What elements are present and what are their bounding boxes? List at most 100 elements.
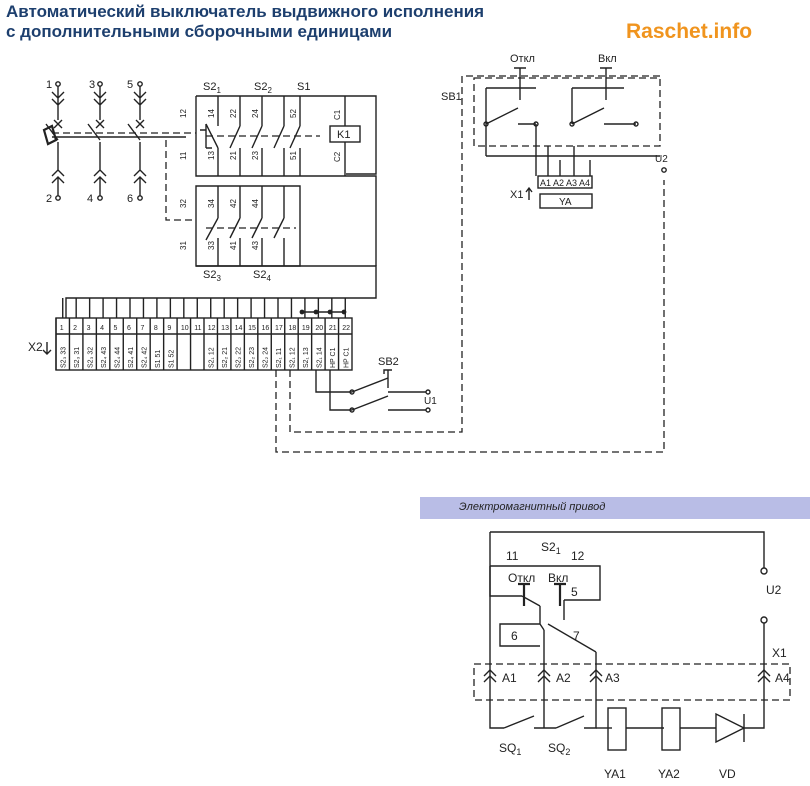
drive-12-label: 12 bbox=[571, 549, 585, 563]
x2-terminal-number: 18 bbox=[288, 325, 296, 332]
drive-off-label: Откл bbox=[508, 571, 535, 585]
ya-box bbox=[539, 193, 593, 209]
sq1-label: SQ1 bbox=[499, 741, 521, 757]
x2-terminal-label: S2₂ 22 bbox=[236, 347, 243, 368]
s1-label: S1 bbox=[297, 81, 310, 93]
drive-on-label: Вкл bbox=[548, 571, 568, 585]
title-line-2: с дополнительными сборочными единицами bbox=[6, 22, 393, 41]
x2-terminal-label: S2₂ 23 bbox=[249, 347, 256, 368]
s-lower-top-42: 42 bbox=[229, 199, 238, 208]
drive-a4: A4 bbox=[775, 671, 790, 685]
ya2-coil bbox=[661, 707, 681, 751]
sq2-label: SQ2 bbox=[548, 741, 570, 757]
upper-switch-block: S21 S22 S1 12 14 22 24 52 11 13 21 23 51… bbox=[179, 81, 377, 266]
s-upper-bottom-51: 51 bbox=[289, 151, 298, 160]
x2-terminal-label: HP C1 bbox=[343, 347, 350, 368]
s-lower-top-44: 44 bbox=[251, 199, 260, 208]
ya-label: YA bbox=[559, 197, 572, 208]
s-upper-top-52: 52 bbox=[289, 109, 298, 118]
drive-11-label: 11 bbox=[506, 549, 519, 563]
terminal-2-label: 2 bbox=[46, 193, 52, 205]
x2-terminal-label: S2₁ 11 bbox=[276, 348, 283, 368]
diagram-title: Автоматический выключатель выдвижного ис… bbox=[6, 2, 484, 42]
terminal-6-label: 6 bbox=[127, 193, 133, 205]
x2-terminal-label: HP C1 bbox=[330, 347, 337, 368]
drive-a1: A1 bbox=[502, 671, 517, 685]
drive-s21-label: S21 bbox=[541, 540, 561, 556]
sb1-on-label: Вкл bbox=[598, 53, 617, 65]
x2-terminal-number: 12 bbox=[208, 325, 216, 332]
x2-terminal-label: S2₂ 24 bbox=[263, 347, 270, 368]
x2-terminal-number: 1 bbox=[60, 325, 64, 332]
x2-terminal-label: S2₁ 12 bbox=[289, 347, 296, 368]
s-upper-bottom-11: 11 bbox=[179, 151, 188, 160]
s-lower-bottom-33: 33 bbox=[207, 241, 216, 250]
drive-7-label: 7 bbox=[573, 629, 580, 643]
x2-terminal-number: 9 bbox=[167, 325, 171, 332]
x2-terminal-number: 20 bbox=[315, 325, 323, 332]
sb1-label: SB1 bbox=[441, 91, 462, 103]
terminal-3-label: 3 bbox=[89, 79, 95, 91]
sb1-group: SB1 Откл Вкл U2 A1 A2 A3 A4 X1 YA bbox=[441, 53, 668, 209]
x2-terminal-label: S2₁ 14 bbox=[316, 347, 323, 368]
drive-banner-text: Электромагнитный привод bbox=[459, 501, 606, 513]
terminal-1-label: 1 bbox=[46, 79, 52, 91]
ya1-coil bbox=[607, 707, 627, 751]
s-upper-top-22: 22 bbox=[229, 109, 238, 118]
drive-a3: A3 bbox=[605, 671, 620, 685]
x2-terminal-number: 10 bbox=[181, 325, 189, 332]
drive-u2-label: U2 bbox=[766, 583, 782, 597]
s-upper-bottom-23: 23 bbox=[251, 151, 260, 160]
x2-terminal-number: 8 bbox=[154, 325, 158, 332]
s-lower-top-34: 34 bbox=[207, 199, 216, 208]
coil-c1-label: C1 bbox=[333, 109, 342, 120]
drive-x1-label: X1 bbox=[772, 646, 787, 660]
drive-6-label: 6 bbox=[511, 629, 518, 643]
x2-terminal-number: 11 bbox=[194, 325, 201, 332]
title-line-1: Автоматический выключатель выдвижного ис… bbox=[6, 2, 485, 21]
x2-terminal-label: S2₁ 13 bbox=[303, 347, 310, 368]
vd-label: VD bbox=[719, 767, 736, 781]
x1-label: X1 bbox=[510, 189, 523, 201]
x2-terminal-number: 6 bbox=[127, 325, 131, 332]
sb2-label: SB2 bbox=[378, 356, 399, 368]
lower-switch-block: 32 34 42 44 31 33 41 43 S23 S24 bbox=[65, 185, 377, 318]
ya2-label: YA2 bbox=[658, 767, 680, 781]
x2-terminal-number: 3 bbox=[87, 325, 91, 332]
s-lower-bottom-43: 43 bbox=[251, 241, 260, 250]
x1-terminal-strip bbox=[537, 175, 593, 189]
x1-a1: A1 bbox=[540, 178, 551, 188]
s-upper-bottom-13: 13 bbox=[207, 151, 216, 160]
x2-terminal-label: S2₃ 31 bbox=[74, 347, 81, 368]
sb1-off-label: Откл bbox=[510, 53, 535, 65]
relay-k1-label: K1 bbox=[337, 129, 350, 141]
coil-c2-label: C2 bbox=[333, 151, 342, 162]
drive-banner: Электромагнитный привод bbox=[420, 497, 810, 519]
u1-label: U1 bbox=[424, 396, 437, 407]
x2-terminal-number: 5 bbox=[114, 325, 118, 332]
s-lower-bottom-31: 31 bbox=[179, 241, 188, 250]
x2-terminal-label: S2₁ 12 bbox=[209, 347, 216, 368]
x2-label: X2 bbox=[28, 340, 43, 354]
s-upper-top-12: 12 bbox=[179, 109, 188, 118]
s-upper-top-14: 14 bbox=[207, 109, 216, 118]
s-lower-top-32: 32 bbox=[179, 199, 188, 208]
s-lower-bottom-41: 41 bbox=[229, 241, 238, 250]
brand-logo-text: Raschet.info bbox=[626, 20, 753, 43]
vd-diode bbox=[715, 712, 746, 744]
x2-terminal-label: S1 52 bbox=[168, 350, 175, 368]
s21-label: S21 bbox=[203, 81, 221, 95]
x2-terminal-number: 7 bbox=[140, 325, 144, 332]
terminal-5-label: 5 bbox=[127, 79, 133, 91]
drive-schematic: S21 11 12 U2 Откл Вкл 5 6 7 X1 A1 A2 A3 … bbox=[473, 531, 791, 781]
s23-label: S23 bbox=[203, 269, 221, 283]
x2-terminal-label: S2₂ 21 bbox=[222, 347, 229, 368]
x2-terminal-number: 22 bbox=[342, 325, 350, 332]
drive-5-label: 5 bbox=[571, 585, 578, 599]
x2-terminal-label: S2₄ 42 bbox=[141, 347, 148, 368]
x2-terminal-number: 2 bbox=[73, 325, 77, 332]
x2-terminal-number: 17 bbox=[275, 325, 283, 332]
x2-terminal-number: 16 bbox=[262, 325, 270, 332]
